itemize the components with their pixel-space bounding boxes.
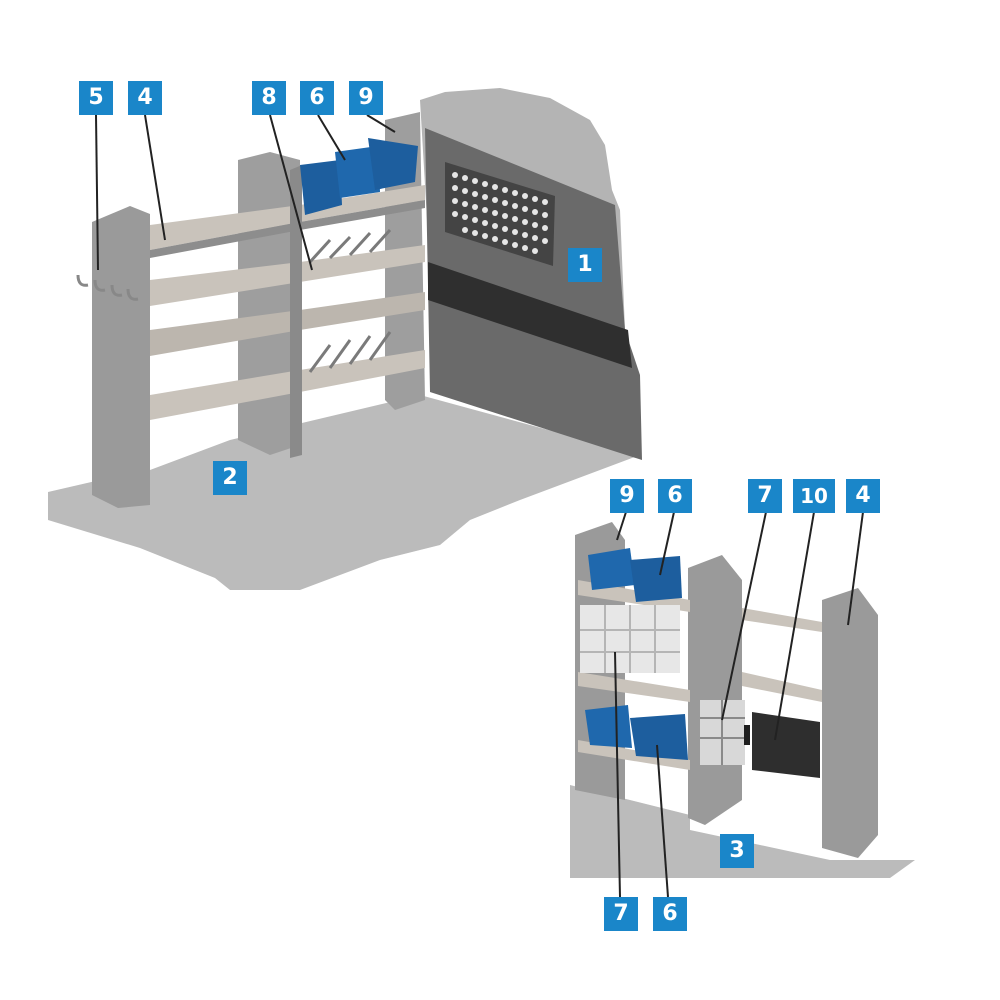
- callout-9-top: 9: [349, 81, 383, 115]
- detail-end-panel-right: [822, 588, 878, 858]
- callout-2-floor: 2: [213, 461, 247, 495]
- callout-6-detail-lower: 6: [653, 897, 687, 931]
- callout-7-detail: 7: [748, 479, 782, 513]
- shelf-dividers: [308, 228, 392, 373]
- callout-leader-lines: [95, 114, 864, 898]
- callout-6-storage-bins: 6: [300, 81, 334, 115]
- shelf-bottom: [150, 350, 425, 420]
- shelf-mid-2: [150, 292, 425, 356]
- callout-1-partition: 1: [568, 248, 602, 282]
- callout-4-detail: 4: [846, 479, 880, 513]
- detail-shelf-mid: [578, 672, 690, 702]
- callout-10-detail: 10: [793, 479, 835, 513]
- shelf-top: [150, 185, 425, 250]
- partition-mesh-window: [445, 162, 555, 266]
- parts-cabinet-dividers: [580, 605, 680, 673]
- callout-8-shelf-dividers: 8: [252, 81, 286, 115]
- callout-7-detail-lower: 7: [604, 897, 638, 931]
- detail-bin-low-1: [585, 705, 632, 748]
- storage-bin-top-3: [368, 138, 418, 190]
- cabinet-lock: [744, 725, 750, 745]
- detail-shelf-top-right: [742, 608, 822, 632]
- callout-3-detail-floor: 3: [720, 834, 754, 868]
- storage-bin-top-1: [300, 160, 342, 215]
- detail-bin-top-1: [588, 548, 635, 590]
- van-floor: [48, 395, 640, 590]
- detail-shelf-low: [578, 740, 690, 770]
- locking-cabinet-door: [752, 712, 820, 778]
- detail-center-panel: [688, 555, 742, 825]
- callout-6-detail: 6: [658, 479, 692, 513]
- shelf-top-front: [150, 200, 425, 258]
- van-interior-view: [48, 88, 642, 590]
- shelf-front-upright-center: [290, 165, 302, 458]
- detail-bin-top-2: [630, 556, 682, 602]
- detail-shelf-mid-right: [742, 672, 822, 702]
- mesh-holes: [452, 172, 548, 254]
- partition-band: [428, 262, 632, 368]
- detail-floor: [570, 785, 915, 878]
- hook-rail: [76, 274, 139, 301]
- shelving-unit-detail-view: [570, 522, 915, 878]
- callout-5-hook-rail: 5: [79, 81, 113, 115]
- callout-9-detail: 9: [610, 479, 644, 513]
- shelf-end-panel-left: [92, 206, 150, 508]
- storage-bin-top-2: [335, 146, 380, 198]
- detail-bin-low-2: [630, 714, 688, 760]
- shelf-mid: [150, 245, 425, 306]
- callout-4-shelf: 4: [128, 81, 162, 115]
